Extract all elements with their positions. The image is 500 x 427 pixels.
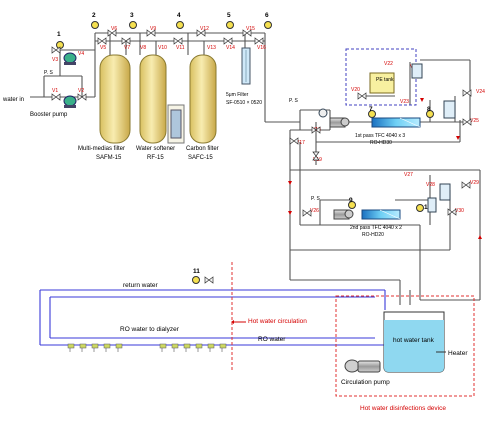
ro-pump-2nd-pass [333,209,354,220]
dialyzer-taps [67,343,227,352]
gauge-1: 1 [57,31,61,38]
pass1-label: 1st pass TFC 4040 x 3 [355,133,405,139]
gauge-2: 2 [92,12,96,19]
ro-water-label: RO water [258,336,286,343]
valve-v24-label: V24 [476,89,485,95]
valve-v17-label: V17 [296,140,305,146]
valve-v14-label: V14 [226,45,235,51]
valve-v29-label: V29 [470,180,479,186]
flowmeter-3 [439,183,451,201]
valve-v11-label: V11 [176,45,185,51]
valve-v2-label: V2 [78,88,84,94]
valve-v28-label: V28 [426,182,435,188]
valve-v6-label: V6 [111,26,117,32]
pe-tank-label: PE tank [376,77,394,83]
carbon-filter-model-label: SAFC-15 [188,155,213,161]
gauge-5: 5 [227,12,231,19]
micron-filter-label: 5μm Filter [226,92,249,98]
heater-label: Heater [448,350,468,357]
valve-v8-label: V8 [140,45,146,51]
gauge-9: 9 [349,197,353,204]
circulation-pump [344,359,381,373]
multi-media-filter-label: Multi-medias filter [78,146,125,152]
dialyzer-loop [39,289,386,370]
valve-v10-label: V10 [158,45,167,51]
pass2-label: 2nd pass TFC 4040 x 2 [350,225,402,231]
hot-water-device-label: Hot water disinfections device [360,405,446,412]
gauge-6: 6 [265,12,269,19]
water-softener-label: Water softener [136,146,175,152]
water-softener-tank [139,54,185,144]
valve-v13-label: V13 [207,45,216,51]
valve-v4-label: V4 [78,51,84,57]
hot-water-tank-label: hot water tank [393,337,435,344]
valve-symbols [51,29,472,284]
valve-v23-label: V23 [400,99,409,105]
valve-v3-label: V3 [52,57,58,63]
flowmeter-1 [443,100,456,119]
valve-v9-label: V9 [150,26,156,32]
return-water-label: return water [123,282,159,289]
valve-v5-label: V5 [100,45,106,51]
flowmeter-4 [427,197,437,213]
valve-v15-label: V15 [246,26,255,32]
valve-labels-low: V26 V27 V28 V29 V30 [310,172,479,214]
ro-water-dialyzer-label: RO water to dialyzer [120,326,180,333]
carbon-filter-label: Carbon filter [186,146,219,152]
valve-v30-label: V30 [455,208,464,214]
gauge-4: 4 [177,12,181,19]
valve-v1-label: V1 [52,88,58,94]
water-in-label: water in [2,97,24,103]
valve-labels-top: V6 V9 V12 V15 V5 V7 V8 V10 V11 V13 V14 V… [100,26,266,51]
booster-pump-label: Booster pump [30,112,68,118]
flow-arrows [288,98,482,239]
valve-v7-label: V7 [124,45,130,51]
valve-v26-label: V26 [310,208,319,214]
hot-water-tank: hot water tank [383,311,445,373]
valve-v25-label: V25 [470,118,479,124]
ro-membrane-2nd-pass [361,209,401,220]
gauge-11: 11 [193,268,200,275]
sensor-1 [318,108,328,118]
gauge-8: 8 [427,106,431,113]
pass2-model-label: RO-HD20 [362,232,384,238]
circulation-pump-label: Circulation pump [341,379,390,386]
hot-water-circulation-label: Hot water circulation [248,318,307,325]
valve-v16-label: V16 [257,45,266,51]
micron-filter-model-label: SF-0510 × 0520 [226,100,262,106]
ro-membrane-1st-pass [371,117,421,128]
valve-v27-label: V27 [404,172,413,178]
carbon-filter-tank [189,54,217,144]
booster-pump-1 [63,52,77,65]
hot-water-device-box [335,295,475,397]
ro-pump-1st-pass [329,117,350,128]
valve-labels-left: V3 V4 V1 V2 [52,51,84,94]
ps-label-2: P. S [289,98,298,104]
flowmeter-2 [411,63,423,79]
multi-media-model-label: SAFM-15 [96,155,122,161]
ps-label-3: P. S [311,196,320,202]
pe-tank: PE tank [369,72,395,94]
booster-pump-2 [63,95,77,108]
valve-v20-label: V20 [351,87,360,93]
ps-label-1: P. S [44,70,53,76]
gauge-3: 3 [130,12,134,19]
pass1-model-label: RO-HD30 [370,140,392,146]
micron-filter [241,47,251,85]
gauge-7: 7 [369,106,373,113]
valve-v12-label: V12 [200,26,209,32]
valve-v22-label: V22 [384,61,393,67]
multi-media-filter-tank [99,54,131,144]
water-softener-model-label: RF-15 [147,155,164,161]
